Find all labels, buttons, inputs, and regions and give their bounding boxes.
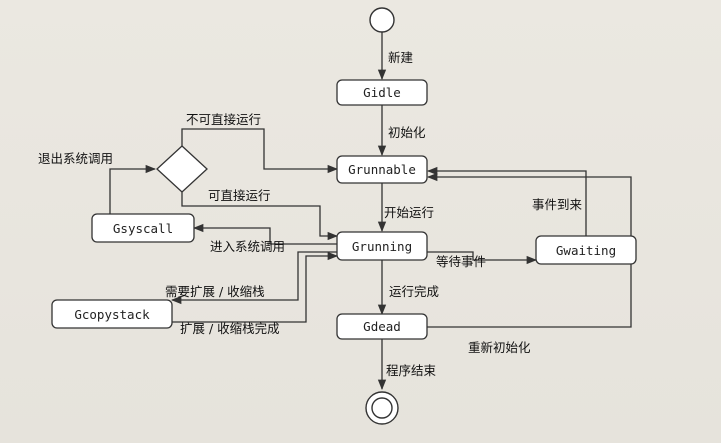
state-gdead: Gdead — [336, 313, 428, 340]
label-can-run: 可直接运行 — [208, 188, 271, 203]
state-gsyscall-label: Gsyscall — [113, 221, 173, 236]
edge-enter-syscall — [192, 223, 337, 245]
state-gdead-label: Gdead — [363, 319, 401, 334]
state-gcopystack-label: Gcopystack — [74, 307, 150, 322]
edge-cannot-run — [181, 128, 339, 174]
decision-diamond — [156, 145, 208, 193]
state-gwaiting-label: Gwaiting — [556, 243, 616, 258]
label-start-run: 开始运行 — [384, 205, 434, 220]
start-node — [369, 7, 395, 33]
state-grunning-label: Grunning — [352, 239, 412, 254]
state-gwaiting: Gwaiting — [535, 235, 637, 265]
state-gcopystack: Gcopystack — [51, 299, 173, 329]
label-run-complete: 运行完成 — [389, 284, 439, 299]
end-node — [365, 391, 399, 425]
state-grunnable-label: Grunnable — [348, 162, 416, 177]
state-gsyscall: Gsyscall — [91, 213, 195, 243]
label-expand-done: 扩展 / 收缩栈完成 — [180, 321, 280, 336]
edge-expand-done — [172, 251, 339, 323]
label-exit-syscall: 退出系统调用 — [38, 151, 113, 166]
edge-event-arrives — [426, 166, 587, 236]
edge-need-expand — [170, 251, 337, 305]
label-enter-syscall: 进入系统调用 — [210, 239, 285, 254]
label-wait-event: 等待事件 — [436, 254, 486, 269]
edge-exit-syscall — [109, 164, 157, 214]
label-need-expand: 需要扩展 / 收缩栈 — [165, 284, 265, 299]
label-reinit: 重新初始化 — [468, 340, 531, 355]
label-program-end: 程序结束 — [386, 363, 437, 378]
state-grunnable: Grunnable — [336, 155, 428, 184]
label-create: 新建 — [388, 50, 414, 65]
label-event-arrives: 事件到来 — [532, 197, 583, 212]
state-grunning: Grunning — [336, 231, 428, 261]
edge-can-run — [181, 192, 339, 241]
label-cannot-run: 不可直接运行 — [186, 112, 261, 127]
state-gidle-label: Gidle — [363, 85, 401, 100]
label-init: 初始化 — [388, 125, 426, 140]
state-gidle: Gidle — [336, 79, 428, 106]
edge-wait-event — [427, 251, 538, 265]
